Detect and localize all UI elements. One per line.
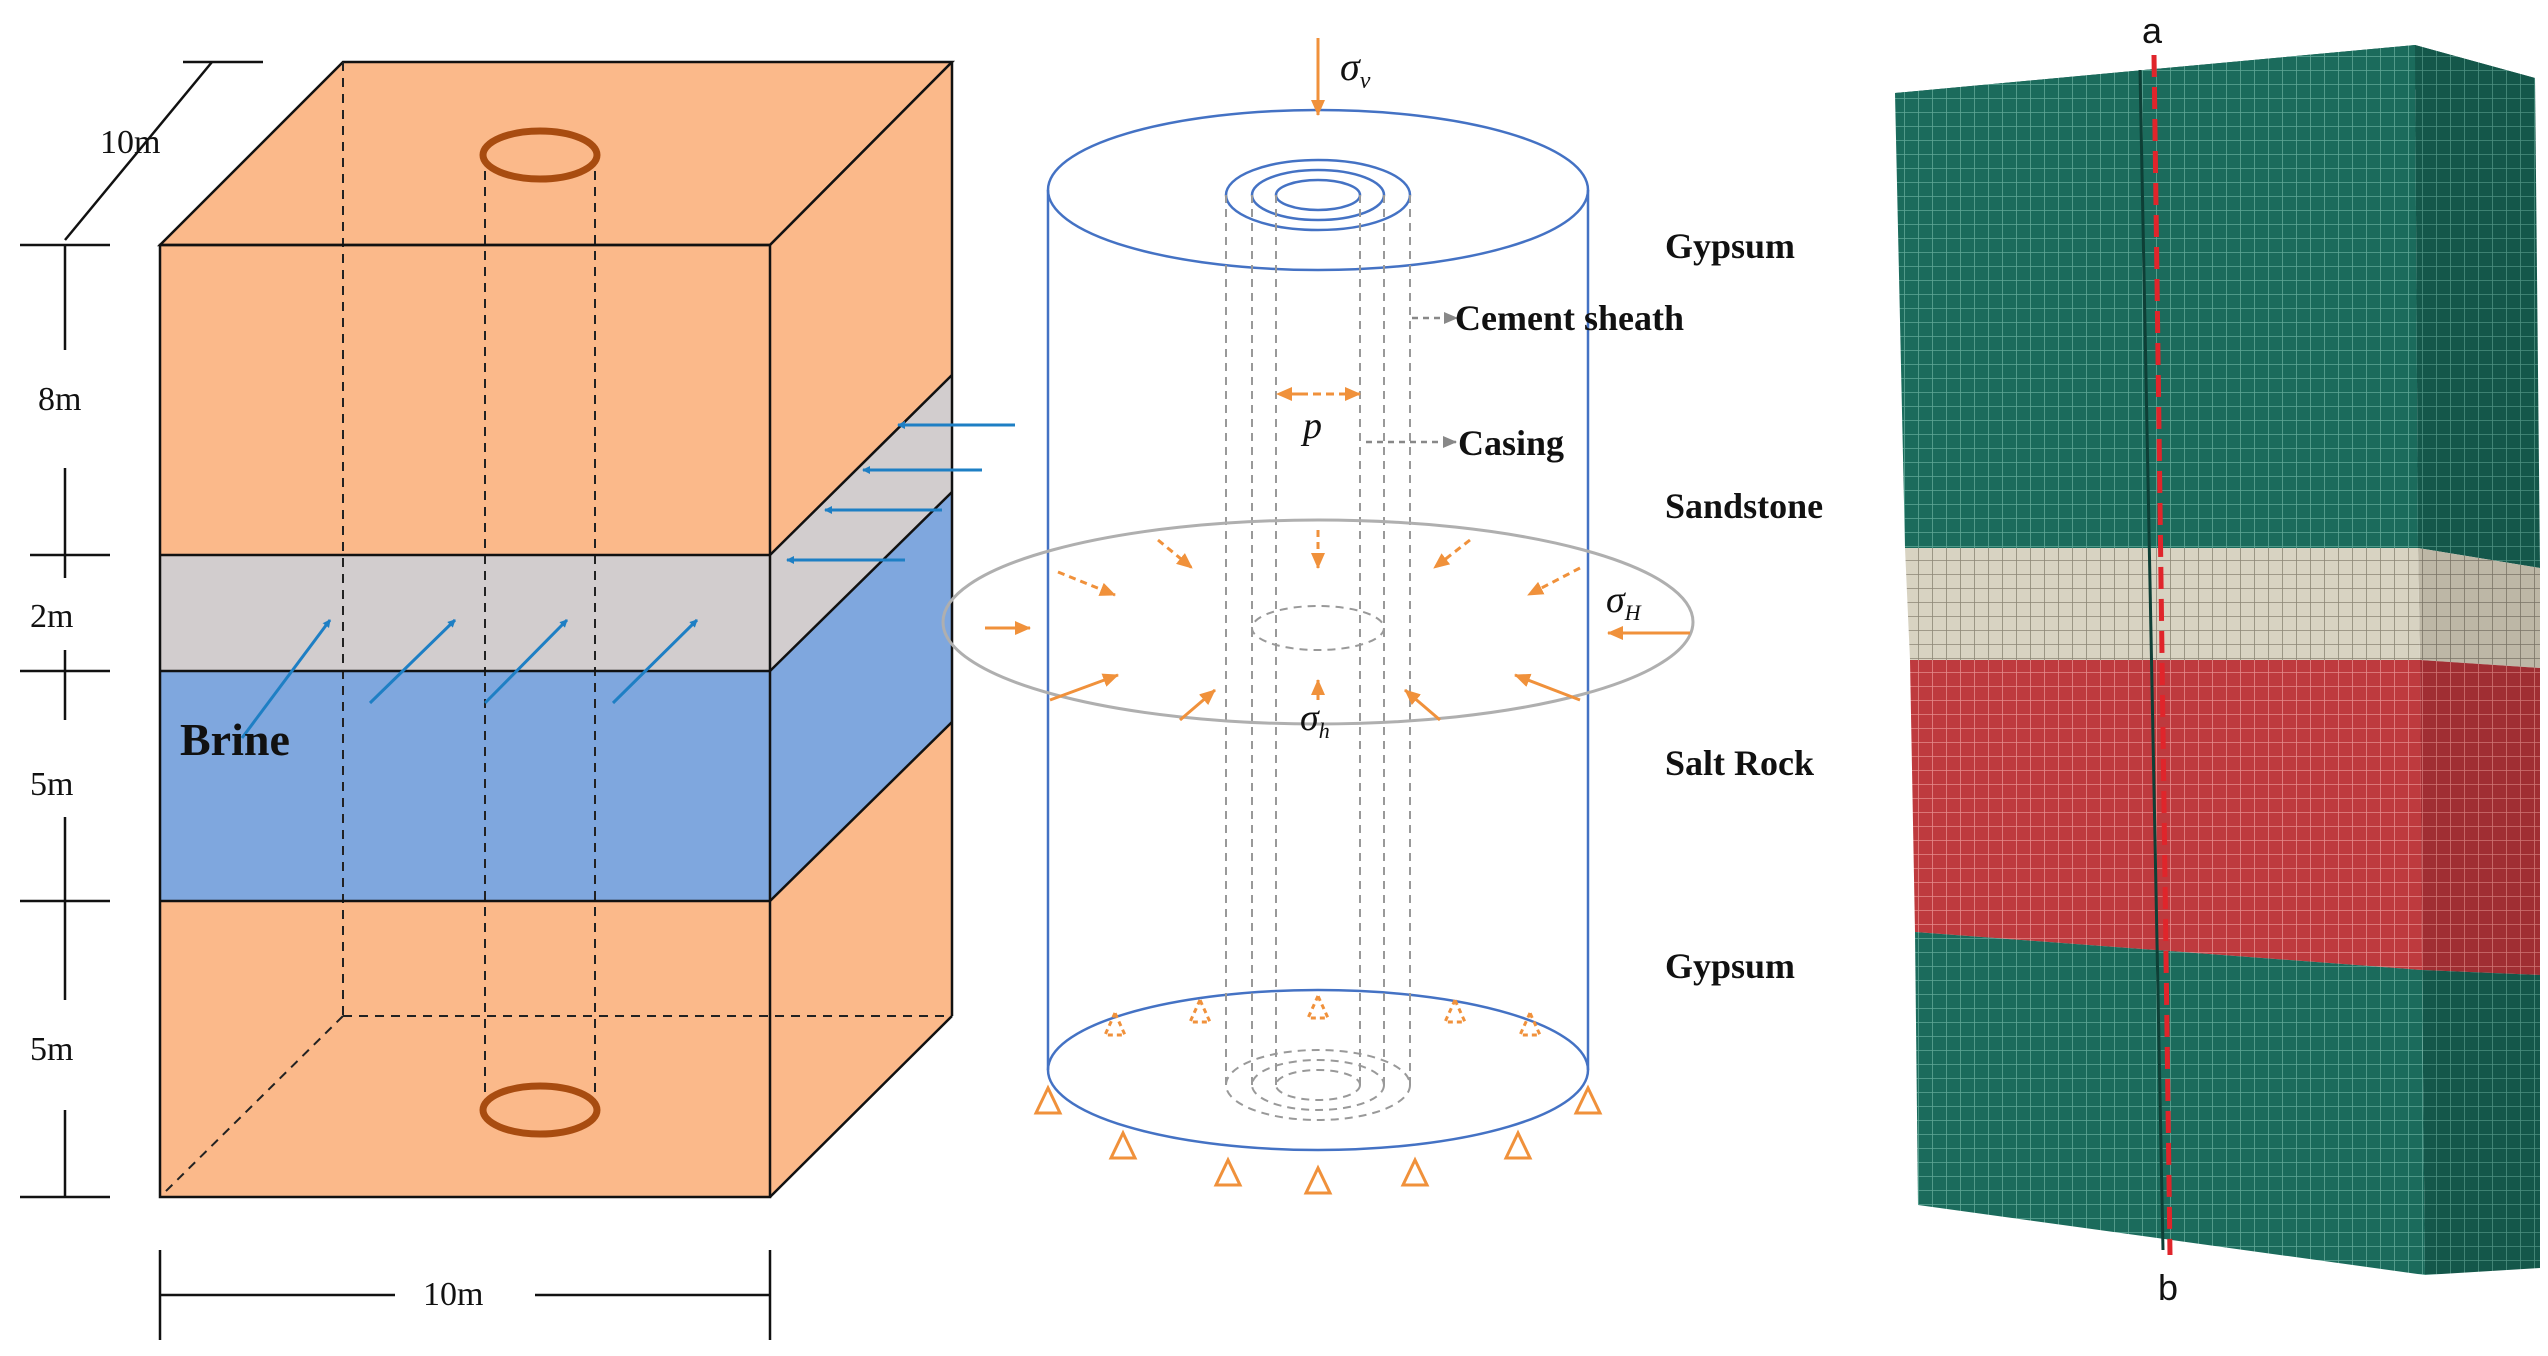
height-label-4: 5m <box>30 1031 73 1068</box>
mesh-center-seam <box>2138 69 2165 1251</box>
stress-plane <box>941 518 1695 726</box>
brine-label: Brine <box>180 714 290 765</box>
mesh-model: a b <box>1895 10 2540 1308</box>
layer-label-gypsum-bottom: Gypsum <box>1665 946 1795 986</box>
width-dimension <box>158 1250 772 1340</box>
height-label-1: 8m <box>38 381 81 418</box>
centerline-a-b <box>2151 54 2173 1256</box>
wellbore-rings-top <box>1224 158 1412 232</box>
front-orange-top <box>160 245 770 555</box>
depth-dimension <box>64 60 263 241</box>
sigma-h-label: σh <box>1300 697 1330 743</box>
hidden-edges <box>159 62 952 1198</box>
sigma-v-label: σv <box>1340 44 1371 94</box>
mesh-right-gypsum-bottom <box>2422 970 2540 1275</box>
bottom-supports <box>1033 1084 1603 1195</box>
right-orange-top <box>770 62 952 555</box>
right-grey-layer <box>770 375 952 671</box>
height-label-3: 5m <box>30 766 73 803</box>
casing-label: Casing <box>1458 423 1564 463</box>
right-orange-bottom <box>770 722 952 1197</box>
pressure-label: p <box>1300 405 1322 447</box>
mesh-front-gypsum-bottom <box>1915 932 2425 1275</box>
brine-inflow-arrows-right <box>786 421 1015 564</box>
mesh-right-sandstone <box>2418 548 2540 668</box>
front-grey-layer <box>160 555 770 671</box>
stress-arrows-dashed <box>1057 530 1581 597</box>
cement-sheath-label: Cement sheath <box>1455 298 1684 338</box>
cylinder-bottom <box>1046 988 1590 1152</box>
width-label: 10m <box>423 1276 483 1313</box>
front-orange-bottom <box>160 901 770 1197</box>
depth-label: 10m <box>100 124 160 161</box>
height-label-2: 2m <box>30 598 73 635</box>
right-blue-layer <box>770 492 952 901</box>
wellbore-walls <box>1225 195 1411 1121</box>
height-dimension <box>20 243 110 1199</box>
block-edges <box>158 61 954 1199</box>
stress-arrows-solid <box>985 621 1690 722</box>
layer-labels: Gypsum Sandstone Salt Rock Gypsum <box>1665 226 1823 986</box>
front-blue-layer <box>160 671 770 901</box>
mesh-right-salt <box>2420 660 2540 975</box>
cylinder-diagram: σv p Cement sheath Casing <box>941 38 1695 1195</box>
brine-flow-arrows-front <box>240 618 699 739</box>
mesh-label-a: a <box>2142 10 2163 51</box>
mesh-front-salt <box>1910 660 2422 970</box>
layer-label-gypsum-top: Gypsum <box>1665 226 1795 266</box>
well-top-ring <box>479 127 601 183</box>
bottom-supports-hidden <box>1102 992 1543 1037</box>
layer-label-sandstone: Sandstone <box>1665 486 1823 526</box>
layer-label-salt-rock: Salt Rock <box>1665 743 1814 783</box>
sigma-H-label: σH <box>1606 579 1642 625</box>
mesh-label-b: b <box>2158 1267 2178 1308</box>
block-diagram: Brine 10m 8m 2m 5m 5m <box>20 60 1015 1340</box>
cylinder-top <box>1046 108 1590 272</box>
well-bottom-ring <box>479 1082 601 1138</box>
mesh-right-gypsum-top <box>2415 45 2540 568</box>
